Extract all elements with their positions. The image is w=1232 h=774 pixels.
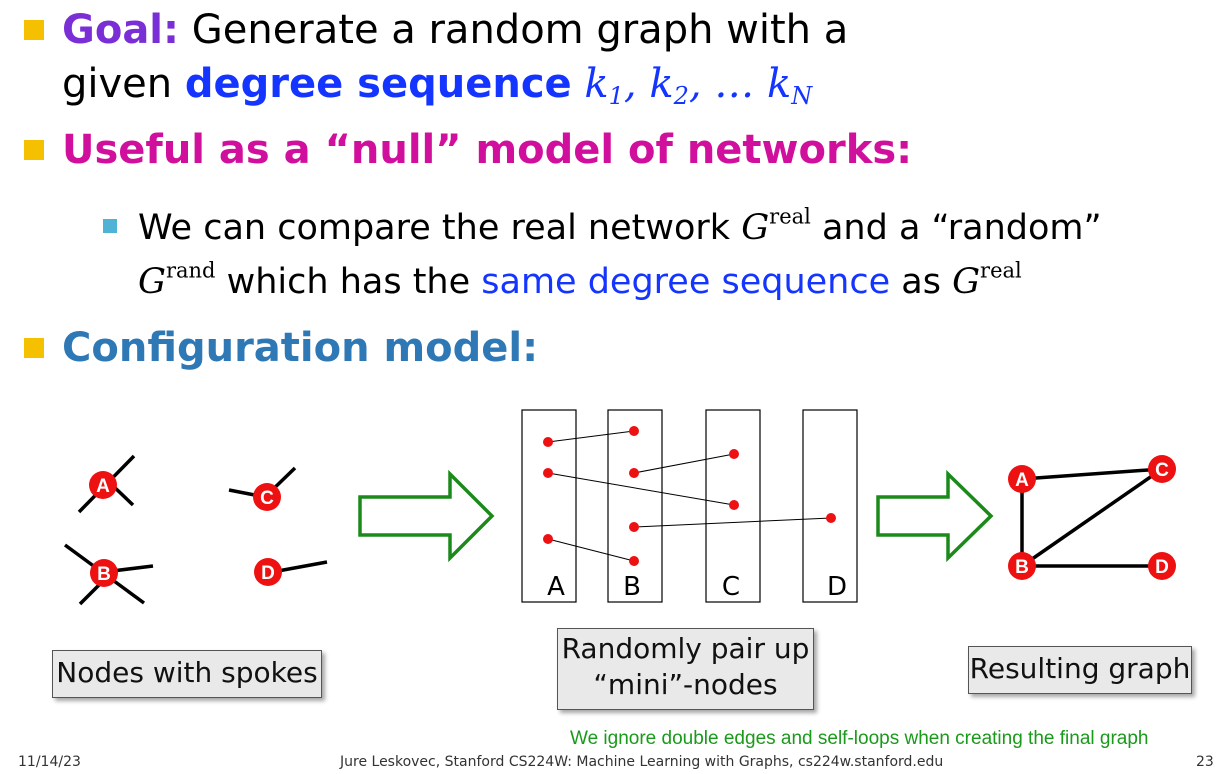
svg-text:A: A: [1015, 470, 1029, 491]
svg-text:B: B: [97, 564, 111, 585]
column-a-label: A: [547, 572, 565, 602]
degree-sequence-emph: degree sequence: [184, 61, 572, 107]
result-edges: [1020, 467, 1163, 568]
mini-nodes: [543, 426, 836, 566]
sub-bullet-marker: [103, 219, 117, 233]
sub-line-2: Grand which has the same degree sequence…: [138, 258, 1022, 302]
bullet-marker: [24, 140, 44, 160]
column-c-label: C: [722, 572, 740, 602]
svg-text:C: C: [260, 488, 274, 509]
arrow-right-1: [358, 469, 495, 563]
footer-page-number: 23: [1196, 754, 1214, 770]
sub-line-1: We can compare the real network Greal an…: [138, 204, 1102, 248]
goal-text: Generate a random graph with a: [179, 7, 849, 53]
double-edge-note: We ignore double edges and self-loops wh…: [570, 728, 1149, 749]
footer-credit: Jure Leskovec, Stanford CS224W: Machine …: [340, 754, 944, 770]
bullet-marker: [24, 338, 44, 358]
svg-text:D: D: [261, 563, 275, 584]
svg-text:A: A: [96, 476, 110, 497]
column-b-label: B: [623, 572, 641, 602]
left-node-c: C: [253, 483, 281, 511]
result-node-c: C: [1148, 455, 1176, 483]
goal-line: Goal: Generate a random graph with a: [62, 6, 848, 54]
svg-text:D: D: [1155, 557, 1169, 578]
column-b: [607, 409, 663, 603]
label-resulting-graph: Resulting graph: [968, 646, 1192, 694]
result-node-a: A: [1008, 465, 1036, 493]
left-node-a: A: [89, 471, 117, 499]
result-node-d: D: [1148, 552, 1176, 580]
goal-text-2: given: [62, 61, 185, 107]
result-node-b: B: [1008, 552, 1036, 580]
config-line: Configuration model:: [62, 325, 539, 371]
pairing-edges: [547, 430, 832, 562]
label-random-pairing: Randomly pair up “mini”-nodes: [557, 628, 814, 710]
column-d-label: D: [827, 572, 847, 602]
goal-label: Goal:: [62, 7, 180, 53]
svg-text:B: B: [1015, 557, 1029, 578]
arrow-right-2: [876, 469, 994, 563]
degree-sequence-formula: k1, k2, … kN: [584, 61, 813, 111]
left-node-d: D: [254, 558, 282, 586]
label-nodes-with-spokes: Nodes with spokes: [52, 650, 322, 698]
goal-line-2: given degree sequence k1, k2, … kN: [62, 60, 812, 108]
left-node-b: B: [90, 559, 118, 587]
useful-line: Useful as a “null” model of networks:: [62, 127, 913, 173]
svg-text:C: C: [1155, 460, 1169, 481]
column-d: [802, 409, 858, 603]
footer-date: 11/14/23: [18, 754, 81, 770]
bullet-marker: [24, 20, 44, 40]
